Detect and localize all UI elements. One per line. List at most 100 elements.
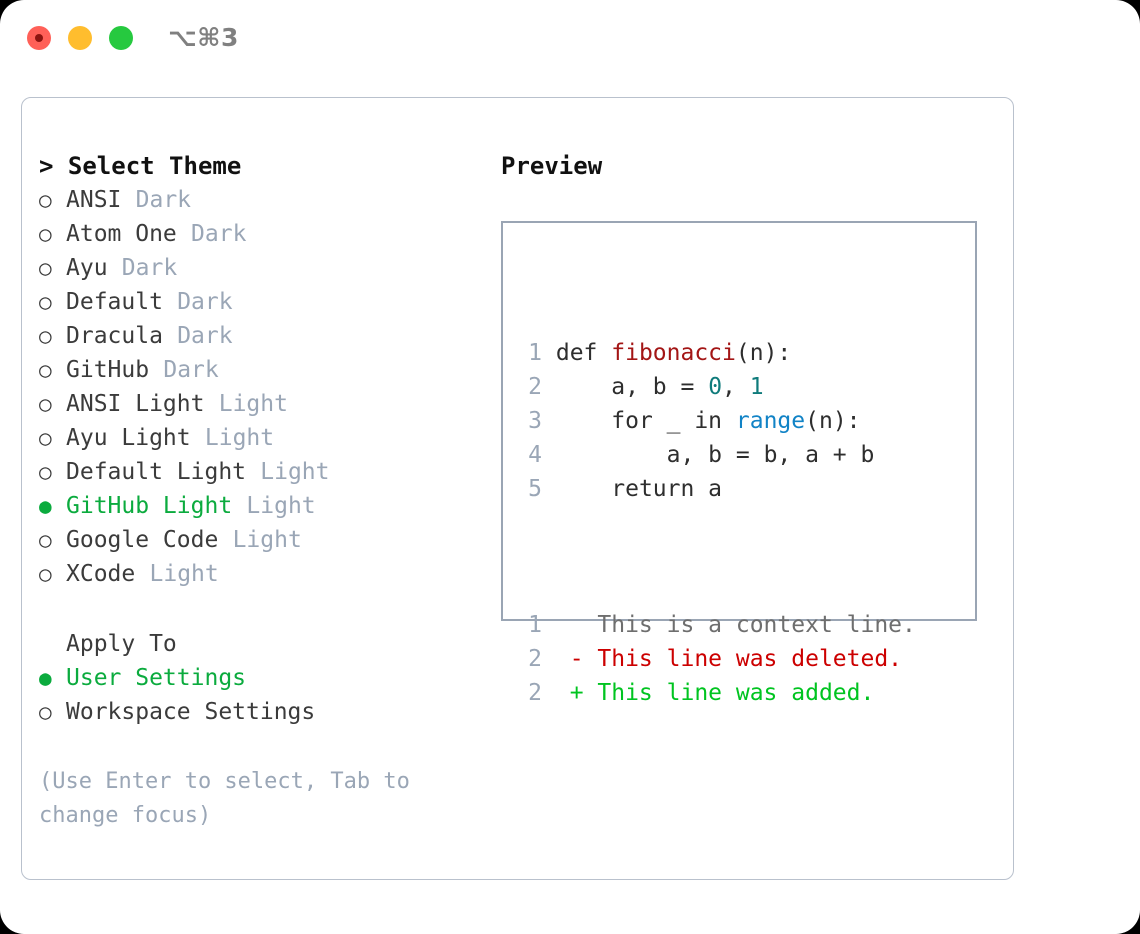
theme-item-label: ANSI bbox=[66, 187, 122, 213]
code-line-2: 2 a, b = 0, 1 bbox=[520, 370, 916, 404]
diff-line-1: 2 - This line was deleted. bbox=[520, 642, 916, 676]
code-token-plain: (n): bbox=[735, 340, 792, 366]
select-theme-heading: > Select Theme bbox=[39, 152, 242, 180]
diff-sample: 1 This is a context line.2 - This line w… bbox=[520, 608, 916, 710]
theme-variant-tag: Light bbox=[204, 425, 275, 451]
theme-item-5[interactable]: ○ GitHub Dark bbox=[39, 353, 479, 387]
line-number: 1 bbox=[528, 340, 542, 366]
preview-heading: Preview bbox=[501, 152, 603, 180]
radio-unselected-icon: ○ bbox=[39, 358, 52, 382]
code-token-plain: a, b = b, a + b bbox=[555, 442, 875, 468]
diff-line-text-del: - This line was deleted. bbox=[542, 646, 903, 672]
theme-variant-tag: Light bbox=[149, 561, 219, 587]
theme-item-6[interactable]: ○ ANSI Light Light bbox=[39, 387, 479, 421]
apply-to-item-0[interactable]: ● User Settings bbox=[39, 661, 479, 695]
theme-item-10[interactable]: ○ Google Code Light bbox=[39, 523, 479, 557]
apply-to-item-label: User Settings bbox=[66, 665, 247, 691]
title-bar: ⌥⌘3 bbox=[0, 0, 1140, 78]
code-line-5: 5 return a bbox=[520, 472, 916, 506]
theme-variant-tag: Dark bbox=[163, 357, 219, 383]
theme-item-label: Atom One bbox=[66, 221, 177, 247]
apply-to-item-label: Workspace Settings bbox=[66, 699, 316, 725]
zoom-button[interactable] bbox=[109, 26, 133, 50]
diff-line-number: 2 bbox=[528, 646, 542, 672]
diff-line-0: 1 This is a context line. bbox=[520, 608, 916, 642]
theme-item-label: Ayu Light bbox=[66, 425, 191, 451]
close-button[interactable] bbox=[27, 26, 51, 50]
radio-unselected-icon: ○ bbox=[39, 324, 52, 348]
theme-item-11[interactable]: ○ XCode Light bbox=[39, 557, 479, 591]
diff-line-number: 2 bbox=[528, 680, 542, 706]
radio-unselected-icon: ○ bbox=[39, 528, 52, 552]
theme-item-label: XCode bbox=[66, 561, 136, 587]
apply-to-item-1[interactable]: ○ Workspace Settings bbox=[39, 695, 479, 729]
code-line-3: 3 for _ in range(n): bbox=[520, 404, 916, 438]
theme-item-7[interactable]: ○ Ayu Light Light bbox=[39, 421, 479, 455]
code-token-num: 0 bbox=[708, 374, 723, 400]
theme-item-label: GitHub Light bbox=[66, 493, 233, 519]
theme-variant-tag: Light bbox=[260, 459, 330, 485]
theme-variant-tag: Dark bbox=[177, 323, 233, 349]
radio-unselected-icon: ○ bbox=[39, 562, 52, 586]
radio-selected-icon: ● bbox=[39, 494, 52, 518]
window-controls bbox=[27, 26, 133, 50]
code-token-fn: fibonacci bbox=[611, 340, 736, 366]
code-token-plain: , bbox=[722, 374, 750, 400]
radio-unselected-icon: ○ bbox=[39, 256, 52, 280]
radio-unselected-icon: ○ bbox=[39, 460, 52, 484]
radio-unselected-icon: ○ bbox=[39, 426, 52, 450]
theme-variant-tag: Dark bbox=[135, 187, 192, 213]
code-token-builtin: range bbox=[735, 408, 806, 434]
line-number: 4 bbox=[528, 442, 542, 468]
code-token-plain: a, b = bbox=[555, 374, 709, 400]
code-token-plain: return a bbox=[555, 476, 723, 502]
code-token-plain: def bbox=[555, 340, 612, 366]
theme-item-label: Ayu bbox=[66, 255, 108, 281]
radio-unselected-icon: ○ bbox=[39, 222, 52, 246]
radio-unselected-icon: ○ bbox=[39, 392, 52, 416]
diff-line-number: 1 bbox=[528, 612, 542, 638]
theme-item-label: Google Code bbox=[66, 527, 219, 553]
line-number: 5 bbox=[528, 476, 542, 502]
theme-item-0[interactable]: ○ ANSI Dark bbox=[39, 183, 479, 217]
keyboard-shortcut-label: ⌥⌘3 bbox=[168, 23, 239, 52]
theme-variant-tag: Light bbox=[246, 493, 316, 519]
theme-item-label: Default bbox=[66, 289, 163, 315]
keyboard-hint-text: (Use Enter to select, Tab to change focu… bbox=[39, 769, 410, 828]
theme-item-2[interactable]: ○ Ayu Dark bbox=[39, 251, 479, 285]
radio-selected-icon: ● bbox=[39, 666, 52, 690]
radio-unselected-icon: ○ bbox=[39, 700, 52, 724]
radio-unselected-icon: ○ bbox=[39, 188, 52, 212]
theme-variant-tag: Dark bbox=[191, 221, 247, 247]
diff-line-text-ctx: This is a context line. bbox=[542, 612, 916, 638]
theme-variant-tag: Dark bbox=[121, 255, 178, 281]
theme-item-9[interactable]: ● GitHub Light Light bbox=[39, 489, 479, 523]
theme-variant-tag: Dark bbox=[177, 289, 233, 315]
theme-item-label: GitHub bbox=[66, 357, 150, 383]
line-number: 3 bbox=[528, 408, 542, 434]
diff-line-2: 2 + This line was added. bbox=[520, 676, 916, 710]
theme-item-8[interactable]: ○ Default Light Light bbox=[39, 455, 479, 489]
theme-item-label: Default Light bbox=[66, 459, 247, 485]
line-number: 2 bbox=[528, 374, 542, 400]
diff-line-text-add: + This line was added. bbox=[542, 680, 875, 706]
code-token-num: 1 bbox=[749, 374, 764, 400]
apply-to-heading: Apply To bbox=[66, 631, 177, 657]
minimize-button[interactable] bbox=[68, 26, 92, 50]
theme-item-label: ANSI Light bbox=[66, 391, 205, 417]
preview-column: Preview 1 def fibonacci(n):2 a, b = 0, 1… bbox=[501, 149, 991, 706]
theme-variant-tag: Light bbox=[218, 391, 288, 417]
theme-variant-tag: Light bbox=[232, 527, 302, 553]
theme-item-1[interactable]: ○ Atom One Dark bbox=[39, 217, 479, 251]
apply-to-list[interactable]: ● User Settings ○ Workspace Settings bbox=[39, 661, 479, 729]
code-line-1: 1 def fibonacci(n): bbox=[520, 336, 916, 370]
